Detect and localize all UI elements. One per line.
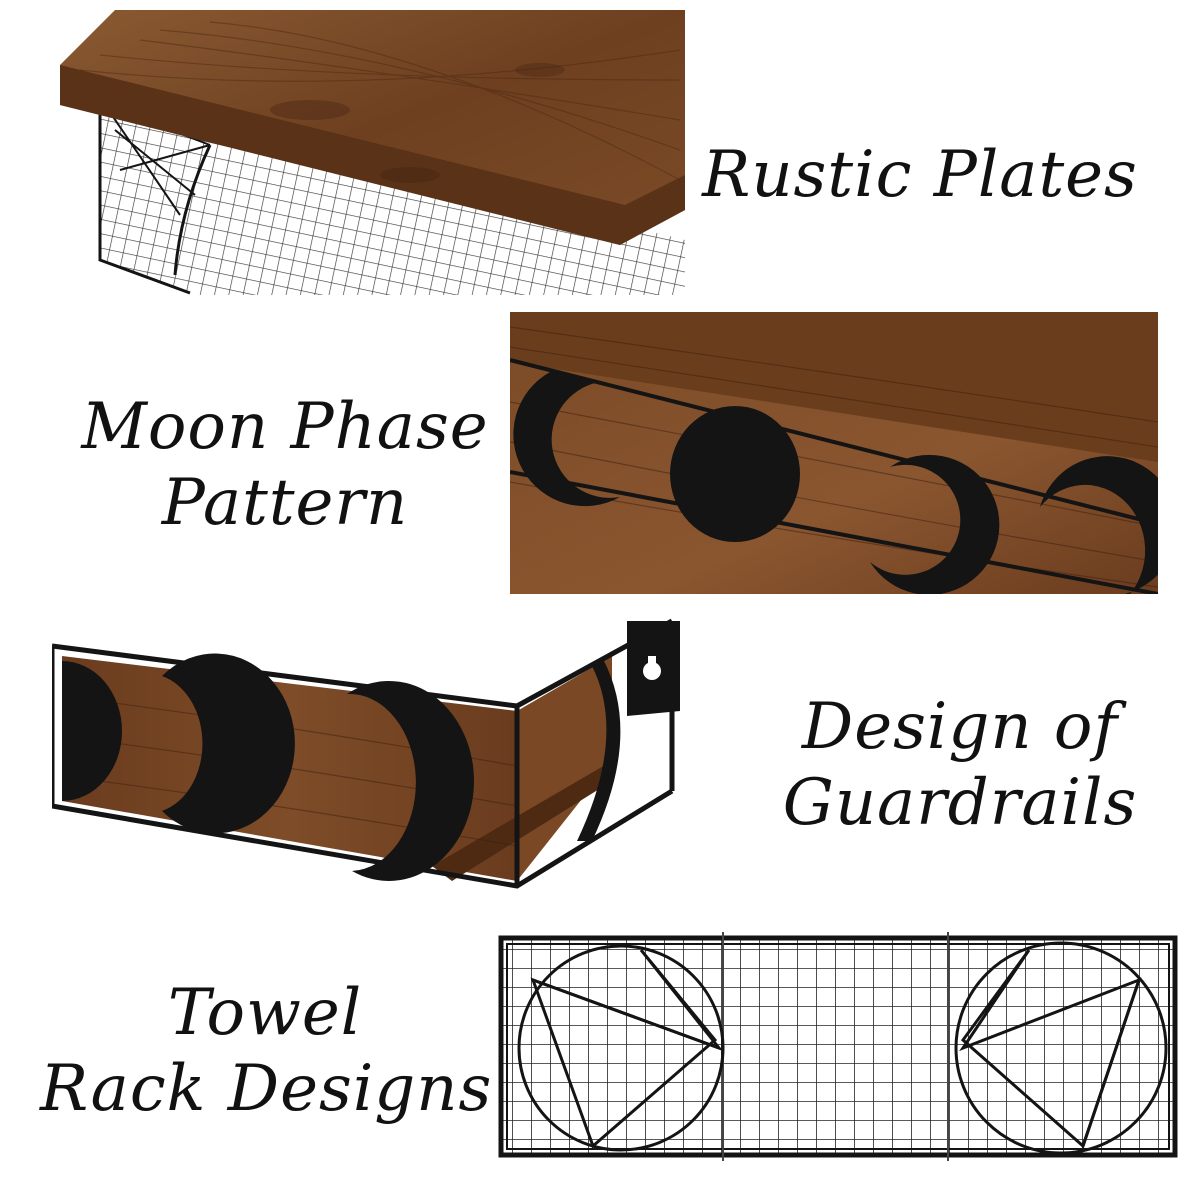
caption-towel-rack: Towel Rack Designs <box>40 976 493 1127</box>
caption-towel-rack-line2: Rack Designs <box>40 1051 493 1126</box>
caption-moon-phase: Moon Phase Pattern <box>60 390 510 541</box>
caption-guardrails-line1: Design of <box>801 690 1119 764</box>
caption-guardrails-line2: Guardrails <box>782 765 1138 840</box>
towel-rack-photo <box>493 930 1183 1163</box>
rustic-plates-photo <box>60 10 685 295</box>
guardrail-photo <box>52 616 684 894</box>
caption-guardrails: Design of Guardrails <box>770 690 1150 841</box>
caption-rustic-plates: Rustic Plates <box>700 138 1140 214</box>
caption-moon-phase-line2: Pattern <box>161 465 409 540</box>
moon-phase-photo <box>510 312 1158 594</box>
caption-towel-rack-line1: Towel <box>167 976 363 1050</box>
caption-rustic-plates-text: Rustic Plates <box>702 138 1138 212</box>
caption-moon-phase-line1: Moon Phase <box>81 390 489 464</box>
